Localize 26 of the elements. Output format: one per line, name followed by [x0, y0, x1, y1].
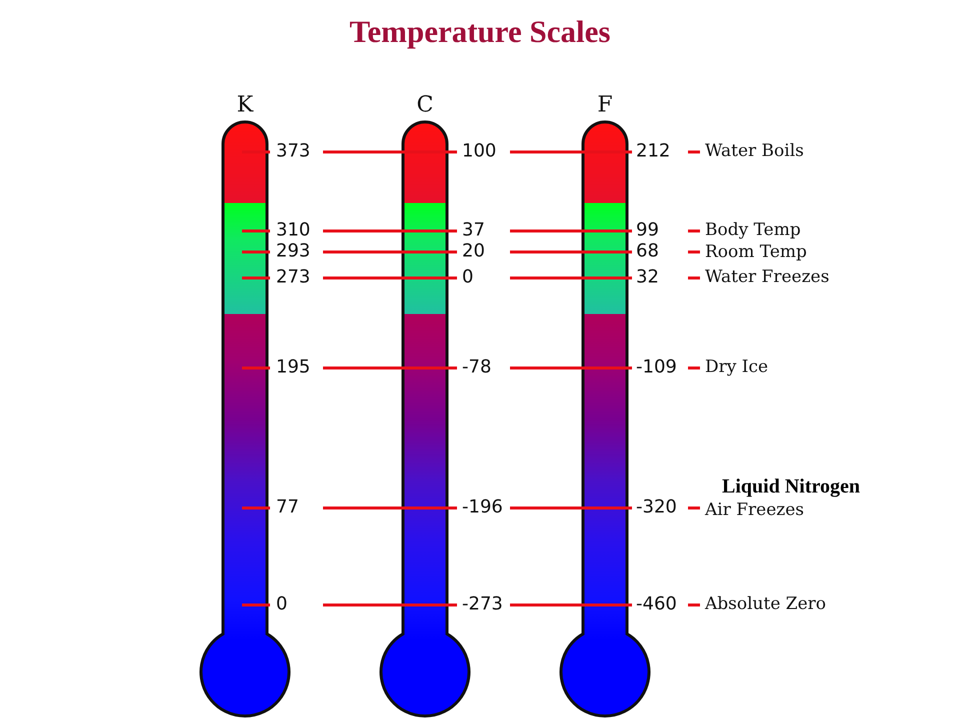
temperature-value: 37 — [462, 220, 485, 242]
temperature-value: 32 — [636, 268, 659, 288]
annotation-text: Water Boils — [705, 142, 804, 162]
temperature-value: 20 — [462, 242, 485, 262]
annotation-text: Room Temp — [705, 243, 807, 263]
temperature-value: 99 — [636, 220, 659, 242]
title: Temperature Scales — [350, 14, 610, 50]
temperature-value: -320 — [636, 498, 677, 518]
temperature-value: -196 — [462, 498, 503, 518]
scale-letter: C — [416, 92, 434, 118]
annotation-text: Liquid Nitrogen — [722, 476, 860, 498]
temperature-value: 68 — [636, 242, 659, 262]
temperature-value: -78 — [462, 358, 492, 378]
scale-letter: F — [597, 92, 613, 118]
temperature-value: -109 — [636, 358, 677, 378]
annotation-text: Water Freezes — [705, 268, 830, 288]
annotation-text: Air Freezes — [705, 501, 804, 521]
temperature-value: 212 — [636, 142, 670, 162]
annotation-text: Dry Ice — [705, 358, 768, 378]
temperature-value: 100 — [462, 142, 496, 162]
annotation-text: Absolute Zero — [705, 595, 826, 615]
temperature-value: -273 — [462, 594, 503, 616]
temperature-value: -460 — [636, 594, 677, 616]
temperature-value: 0 — [462, 268, 474, 288]
annotation-text: Body Temp — [705, 221, 801, 241]
scale-letter: K — [236, 92, 254, 118]
